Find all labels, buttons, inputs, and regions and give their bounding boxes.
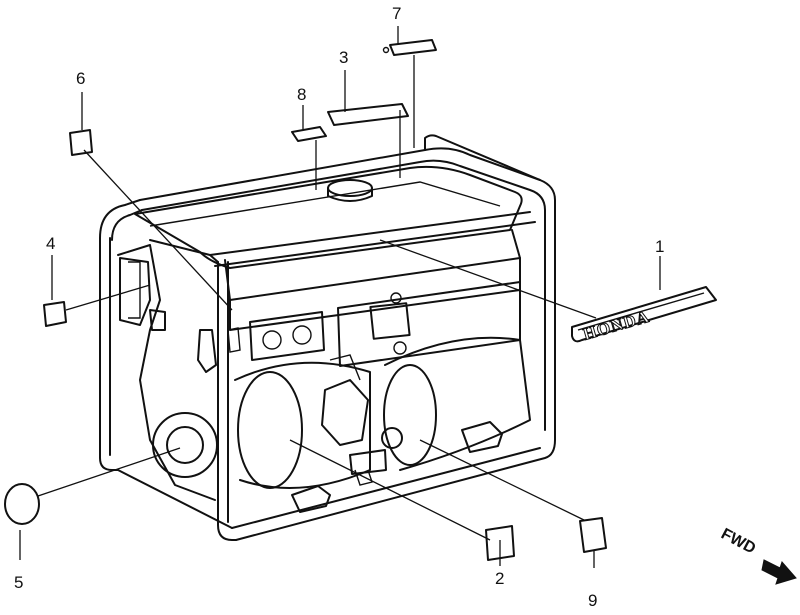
decal-6 [69, 129, 93, 156]
fuel-tank [134, 165, 523, 301]
callout-3: 3 [339, 48, 348, 67]
decal-7 [382, 39, 437, 56]
callout-1: 1 [655, 237, 664, 256]
decal-4 [43, 301, 67, 327]
decal-5 [4, 483, 40, 525]
callout-8: 8 [297, 85, 306, 104]
alternator [234, 336, 531, 489]
forward-direction-indicator: FWD [718, 526, 797, 585]
callout-9: 9 [588, 591, 597, 610]
callout-6: 6 [76, 69, 85, 88]
callout-7: 7 [392, 4, 401, 23]
mounts [291, 421, 503, 513]
callout-5: 5 [14, 573, 23, 592]
callout-2: 2 [495, 569, 504, 588]
decal-2 [485, 525, 515, 561]
decal-9 [579, 517, 607, 553]
emblem-text: HONDA [581, 307, 652, 344]
decal-3 [327, 103, 409, 126]
fwd-text: FWD [718, 526, 758, 558]
forward-arrow-icon [761, 559, 797, 585]
callout-4: 4 [46, 234, 55, 253]
honda-emblem: HONDA [571, 286, 717, 344]
callout-numbers: 1 2 3 4 5 6 7 8 9 [14, 4, 664, 610]
leader-lines [19, 26, 661, 568]
decal-8 [291, 126, 327, 142]
engine [117, 244, 241, 501]
